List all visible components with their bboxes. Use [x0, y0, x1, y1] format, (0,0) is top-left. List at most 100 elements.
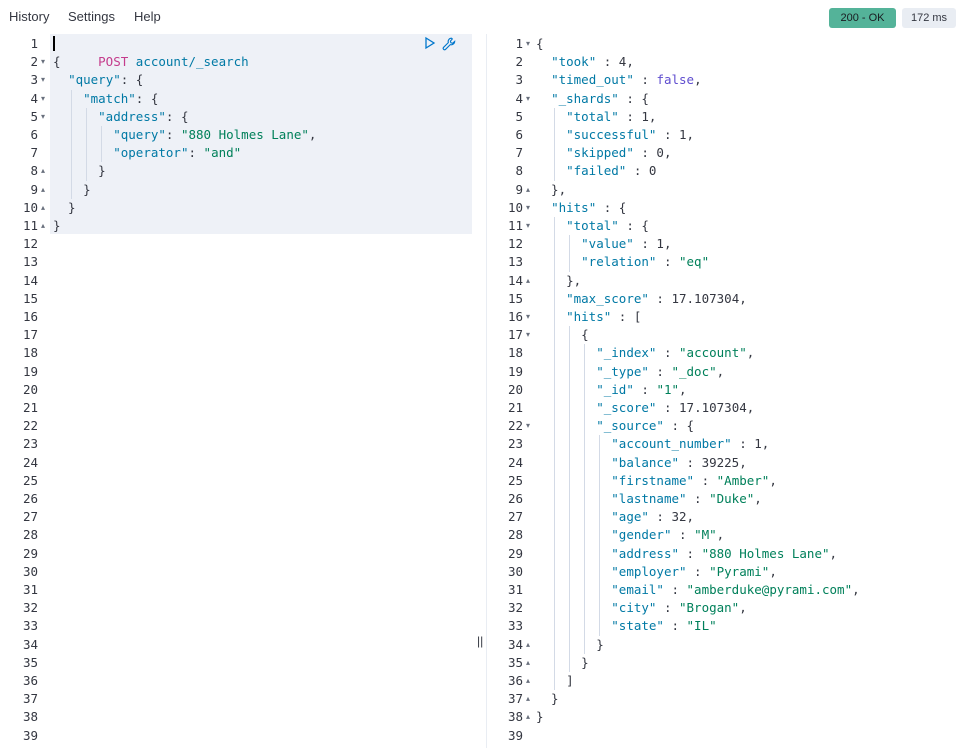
response-line-number: 16	[507, 309, 523, 324]
code-token: "total"	[566, 218, 619, 233]
fold-end-icon[interactable]: ▴	[526, 676, 531, 685]
indent-guide	[584, 526, 586, 545]
code-token: "took"	[551, 54, 597, 70]
indent-guide	[554, 526, 556, 545]
code-token: :	[731, 436, 755, 452]
code-token	[536, 254, 581, 269]
fold-collapse-icon[interactable]: ▾	[41, 75, 46, 85]
indent-guide	[569, 617, 571, 636]
response-code-line: "_index" : "account",	[536, 344, 960, 362]
code-token	[536, 218, 566, 233]
code-token: :	[656, 345, 680, 361]
request-line-method: POST account/_search	[53, 35, 472, 69]
code-token: ,	[716, 527, 725, 543]
response-code-line: "email" : "amberduke@pyrami.com",	[536, 581, 960, 599]
fold-collapse-icon[interactable]: ▾	[526, 421, 531, 431]
request-line-number: 11	[22, 218, 38, 233]
fold-end-icon[interactable]: ▴	[41, 166, 46, 176]
response-line-number: 36	[507, 673, 523, 688]
indent-guide	[569, 508, 571, 527]
request-code[interactable]: POST account/_search { "query": { "match…	[53, 34, 472, 748]
indent-guide	[554, 581, 556, 600]
indent-guide	[599, 508, 601, 527]
code-token: 32	[671, 509, 687, 525]
code-token: :	[679, 545, 702, 561]
fold-collapse-icon[interactable]: ▾	[526, 202, 531, 212]
request-code-line: {	[53, 53, 472, 71]
request-line-number: 32	[22, 600, 38, 616]
code-token	[53, 91, 83, 106]
indent-guide	[554, 107, 556, 126]
panel-resizer[interactable]: ||	[472, 34, 486, 748]
response-line-number: 30	[507, 563, 523, 579]
resizer-handle[interactable]: ||	[477, 634, 484, 648]
response-code-line: }	[536, 708, 960, 726]
code-token: "amberduke@pyrami.com"	[686, 582, 853, 597]
indent-guide	[554, 217, 556, 236]
fold-collapse-icon[interactable]: ▾	[41, 93, 46, 103]
play-icon[interactable]	[423, 36, 439, 50]
fold-collapse-icon[interactable]: ▾	[526, 93, 531, 103]
history-menu[interactable]: History	[9, 9, 50, 24]
response-line-number: 2	[515, 54, 523, 70]
console-toolbar: History Settings Help 200 - OK 172 ms	[0, 0, 960, 34]
response-code-line: "failed" : 0	[536, 162, 960, 180]
fold-collapse-icon[interactable]: ▾	[41, 57, 46, 67]
indent-guide	[554, 599, 556, 618]
request-line-number: 5	[30, 108, 38, 124]
request-line-number: 33	[22, 618, 38, 634]
code-token	[53, 145, 113, 160]
fold-end-icon[interactable]: ▴	[526, 184, 531, 194]
response-code-line: "address" : "880 Holmes Lane",	[536, 545, 960, 563]
response-line-number: 8	[515, 163, 523, 179]
indent-guide	[599, 490, 601, 509]
code-token: }	[596, 636, 604, 652]
code-token: :	[633, 236, 657, 252]
indent-guide	[599, 617, 601, 636]
code-token: "account"	[679, 345, 747, 361]
request-line-number: 15	[22, 290, 38, 306]
indent-guide	[554, 617, 556, 636]
fold-end-icon[interactable]: ▴	[41, 221, 46, 230]
help-menu[interactable]: Help	[134, 9, 161, 24]
fold-end-icon[interactable]: ▴	[526, 657, 531, 667]
code-token: : {	[135, 90, 159, 106]
indent-guide	[584, 508, 586, 527]
response-line-number: 23	[507, 436, 523, 452]
indent-guide	[569, 435, 571, 454]
request-line-number: 39	[22, 727, 38, 743]
request-line-number: 36	[22, 673, 38, 688]
code-token: "M"	[694, 527, 717, 543]
fold-end-icon[interactable]: ▴	[526, 694, 531, 704]
fold-collapse-icon[interactable]: ▾	[526, 330, 531, 340]
response-line-number: 38	[507, 709, 523, 725]
fold-collapse-icon[interactable]: ▾	[526, 39, 531, 48]
fold-end-icon[interactable]: ▴	[526, 275, 531, 285]
indent-guide	[569, 526, 571, 545]
request-path: account/_search	[135, 54, 249, 70]
code-token: {	[536, 327, 589, 343]
response-code-line: },	[536, 272, 960, 290]
fold-collapse-icon[interactable]: ▾	[526, 221, 531, 230]
settings-menu[interactable]: Settings	[68, 9, 115, 24]
indent-guide	[71, 107, 73, 126]
response-code-line: }	[536, 654, 960, 672]
fold-end-icon[interactable]: ▴	[41, 184, 46, 194]
wrench-icon[interactable]	[441, 36, 457, 51]
code-token: "and"	[203, 145, 242, 161]
response-code-line: "total" : {	[536, 217, 960, 235]
fold-end-icon[interactable]: ▴	[526, 712, 531, 722]
fold-collapse-icon[interactable]: ▾	[41, 111, 46, 121]
code-token: ,	[739, 600, 747, 616]
response-code[interactable]: { "took" : 4, "timed_out" : false, "_sha…	[536, 34, 960, 748]
fold-end-icon[interactable]: ▴	[41, 202, 46, 212]
fold-end-icon[interactable]: ▴	[526, 639, 531, 649]
fold-collapse-icon[interactable]: ▾	[526, 312, 531, 321]
code-token: }	[536, 691, 559, 707]
response-line-number: 20	[507, 381, 523, 397]
indent-guide	[554, 653, 556, 672]
code-token: ,	[746, 345, 755, 361]
